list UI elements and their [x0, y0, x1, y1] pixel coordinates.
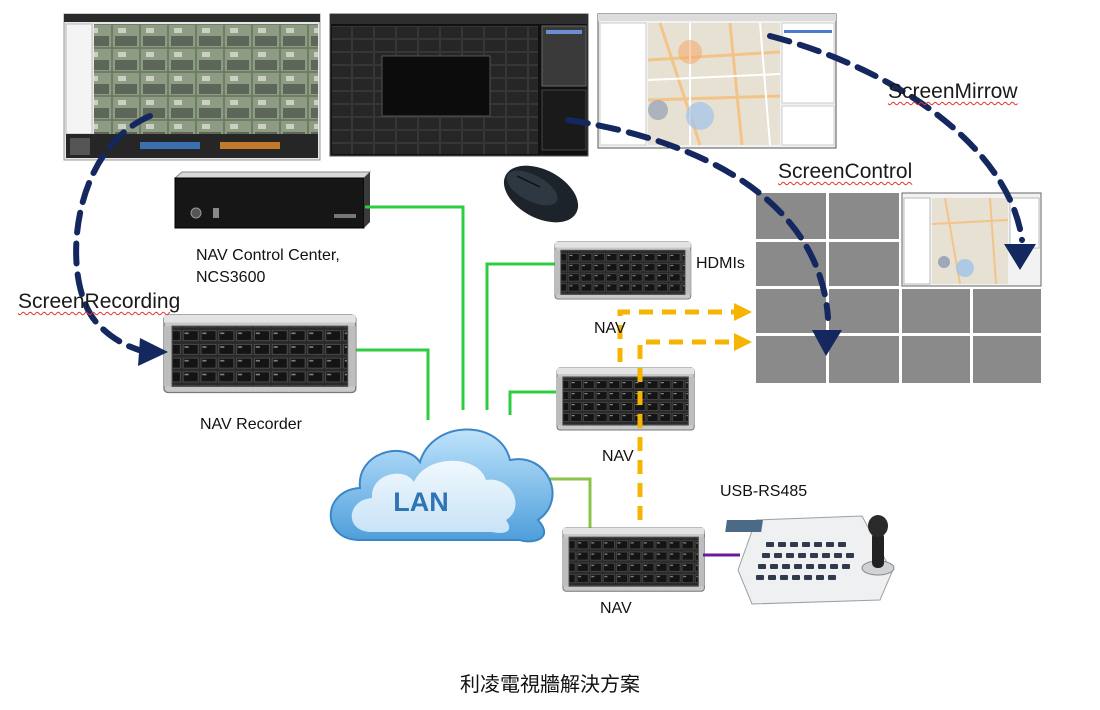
hdmis-label: HDMIs	[696, 255, 745, 272]
hdmi-arrow-2	[734, 333, 752, 351]
map-screenshot	[597, 13, 837, 149]
cloud-icon	[329, 428, 554, 543]
lan-label: LAN	[393, 487, 449, 517]
mirrow-arrowhead	[1004, 244, 1036, 270]
mouse-icon	[503, 165, 579, 223]
nav-server-bottom	[562, 527, 705, 592]
nav-server-middle	[556, 367, 695, 431]
nav-control-center-label-line2: NCS3600	[196, 269, 266, 286]
screen-recording-label: ScreenRecording	[18, 290, 181, 313]
ptz-keyboard-icon	[725, 515, 895, 605]
lan-link-light	[547, 477, 592, 528]
control-arrowhead	[812, 330, 842, 356]
flow-arrows	[73, 33, 1025, 355]
video-wall-manager-screenshot	[329, 13, 589, 157]
hdmi-links	[617, 309, 738, 520]
nav-control-center-device	[173, 171, 372, 229]
client-software-screenshot	[63, 13, 321, 161]
nav-label-3: NAV	[600, 600, 632, 617]
screen-mirrow-label: ScreenMirrow	[888, 80, 1018, 103]
usb-rs485-label: USB-RS485	[720, 483, 808, 500]
video-wall	[755, 192, 1042, 384]
nav-hdmi-server	[554, 241, 692, 300]
figure-caption: 利凌電視牆解決方案	[460, 672, 640, 696]
screen-control-label: ScreenControl	[778, 160, 913, 183]
lan-links	[355, 205, 556, 420]
recording-arrowhead	[138, 338, 168, 366]
nav-label-1: NAV	[594, 320, 626, 337]
nav-label-2: NAV	[602, 448, 634, 465]
hdmi-arrow-1	[734, 303, 752, 321]
nav-control-center-label-line1: NAV Control Center,	[196, 247, 340, 264]
nav-recorder-label: NAV Recorder	[200, 416, 302, 433]
nav-recorder-server	[163, 314, 357, 394]
